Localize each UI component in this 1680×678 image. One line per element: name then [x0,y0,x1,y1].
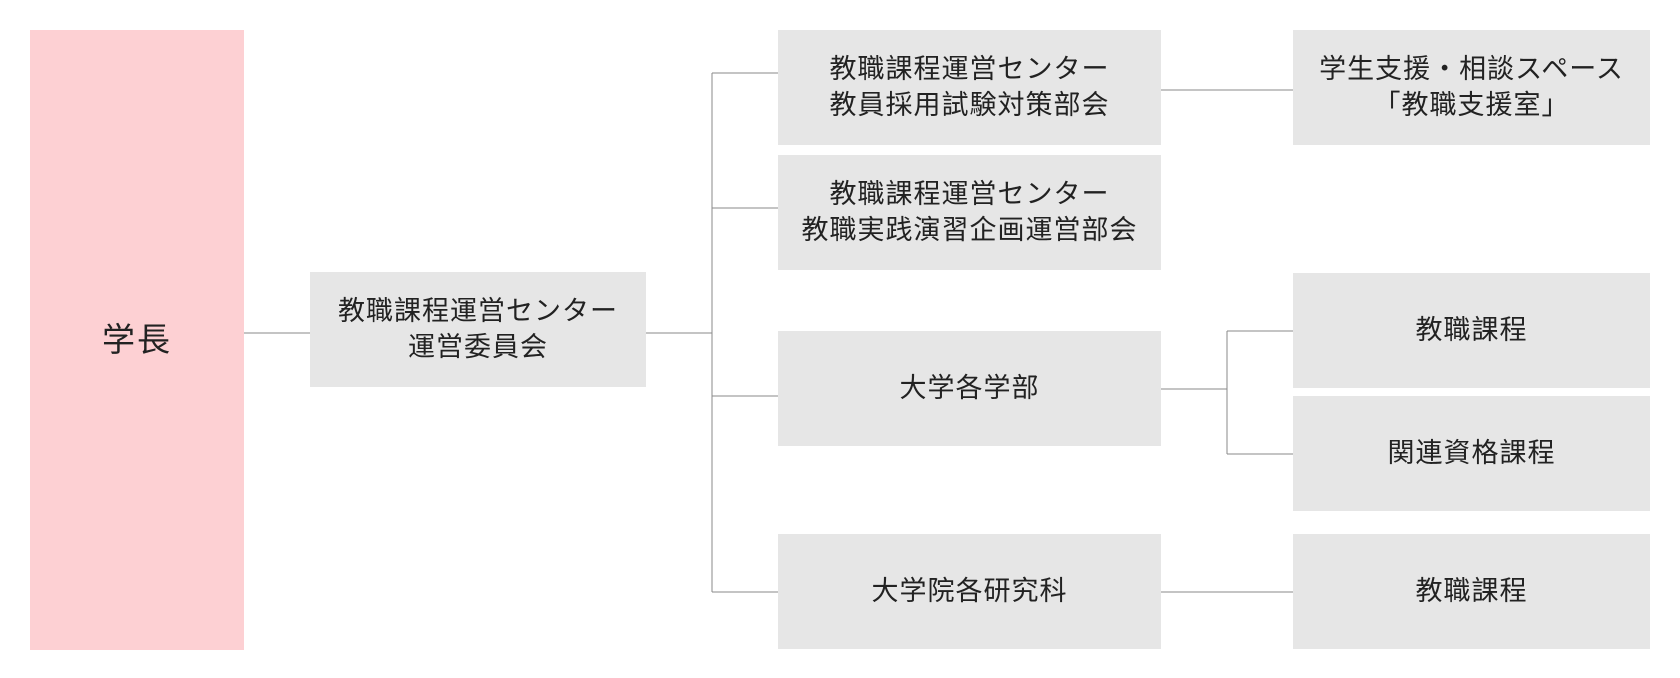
president-box: 学長 [30,30,244,650]
exam-subcommittee-line2: 教員採用試験対策部会 [829,89,1110,121]
support-space-box: 学生支援・相談スペース 「教職支援室」 [1293,30,1650,145]
related-qualification-course-label: 関連資格課程 [1387,437,1556,469]
exam-subcommittee-box: 教職課程運営センター 教員採用試験対策部会 [778,30,1161,145]
practice-subcommittee-line2: 教職実践演習企画運営部会 [801,214,1138,246]
practice-subcommittee-box: 教職課程運営センター 教職実践演習企画運営部会 [778,155,1161,270]
president-label: 学長 [102,320,172,359]
faculties-box: 大学各学部 [778,331,1161,446]
faculty-teacher-course-label: 教職課程 [1415,314,1528,346]
graduate-schools-label: 大学院各研究科 [871,575,1068,607]
committee-box: 教職課程運営センター 運営委員会 [310,272,646,387]
exam-subcommittee-line1: 教職課程運営センター [829,53,1110,85]
practice-subcommittee-line1: 教職課程運営センター [829,178,1110,210]
support-space-line2: 「教職支援室」 [1373,89,1570,121]
support-space-line1: 学生支援・相談スペース [1319,53,1624,85]
graduate-teacher-course-box: 教職課程 [1293,534,1650,649]
graduate-teacher-course-label: 教職課程 [1415,575,1528,607]
committee-line1: 教職課程運営センター [338,295,618,327]
related-qualification-course-box: 関連資格課程 [1293,396,1650,511]
committee-line2: 運営委員会 [408,331,548,363]
faculties-label: 大学各学部 [899,372,1040,404]
graduate-schools-box: 大学院各研究科 [778,534,1161,649]
faculty-teacher-course-box: 教職課程 [1293,273,1650,388]
